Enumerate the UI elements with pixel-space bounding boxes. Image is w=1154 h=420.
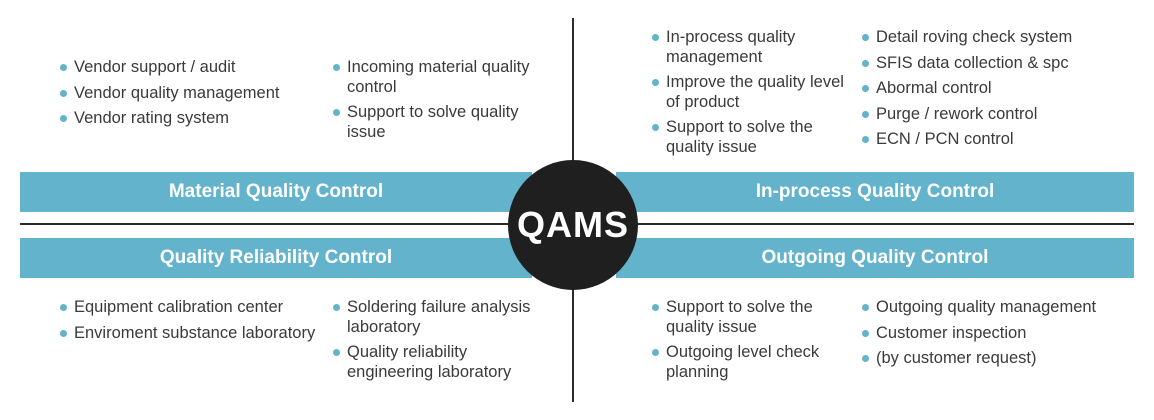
bullet-item: ECN / PCN control: [862, 130, 1142, 150]
inprocess-quality-title: In-process Quality Control: [755, 181, 995, 202]
bullet-item: Abormal control: [862, 79, 1142, 99]
bullet-item: Soldering failure analysis laboratory: [333, 298, 553, 337]
reliability-quality-band: Quality Reliability Control: [20, 238, 532, 278]
inprocess-quality-band: In-process Quality Control: [616, 172, 1134, 212]
bullet-item: Enviroment substance laboratory: [60, 324, 320, 344]
bullet-item: Vendor quality management: [60, 84, 320, 104]
bullet-item: Support to solve the quality issue: [652, 298, 852, 337]
outgoing-quality-title: Outgoing Quality Control: [761, 247, 989, 268]
material-quality-title: Material Quality Control: [168, 181, 384, 202]
bullet-item: Outgoing level check planning: [652, 343, 852, 382]
bullet-item: Detail roving check system: [862, 28, 1142, 48]
bullet-item: In-process quality management: [652, 28, 852, 67]
bullet-item: Incoming material quality control: [333, 58, 533, 97]
qams-hub: QAMS: [508, 160, 638, 290]
qams-label: QAMS: [517, 204, 629, 245]
bullet-item: Outgoing quality management: [862, 298, 1142, 318]
bullet-item: Support to solve quality issue: [333, 103, 533, 142]
bullet-item: Vendor support / audit: [60, 58, 320, 78]
bullet-item: Quality reliability engineering laborato…: [333, 343, 553, 382]
reliability-quality-title: Quality Reliability Control: [159, 247, 393, 268]
bullet-item: (by customer request): [862, 349, 1142, 369]
bullet-item: Purge / rework control: [862, 105, 1142, 125]
bullet-item: Equipment calibration center: [60, 298, 320, 318]
bullet-item: Support to solve the quality issue: [652, 118, 852, 157]
material-quality-band: Material Quality Control: [20, 172, 532, 212]
bullet-item: Improve the quality level of product: [652, 73, 852, 112]
outgoing-quality-band: Outgoing Quality Control: [616, 238, 1134, 278]
bullet-item: Customer inspection: [862, 324, 1142, 344]
bullet-item: Vendor rating system: [60, 109, 320, 129]
bullet-item: SFIS data collection & spc: [862, 54, 1142, 74]
